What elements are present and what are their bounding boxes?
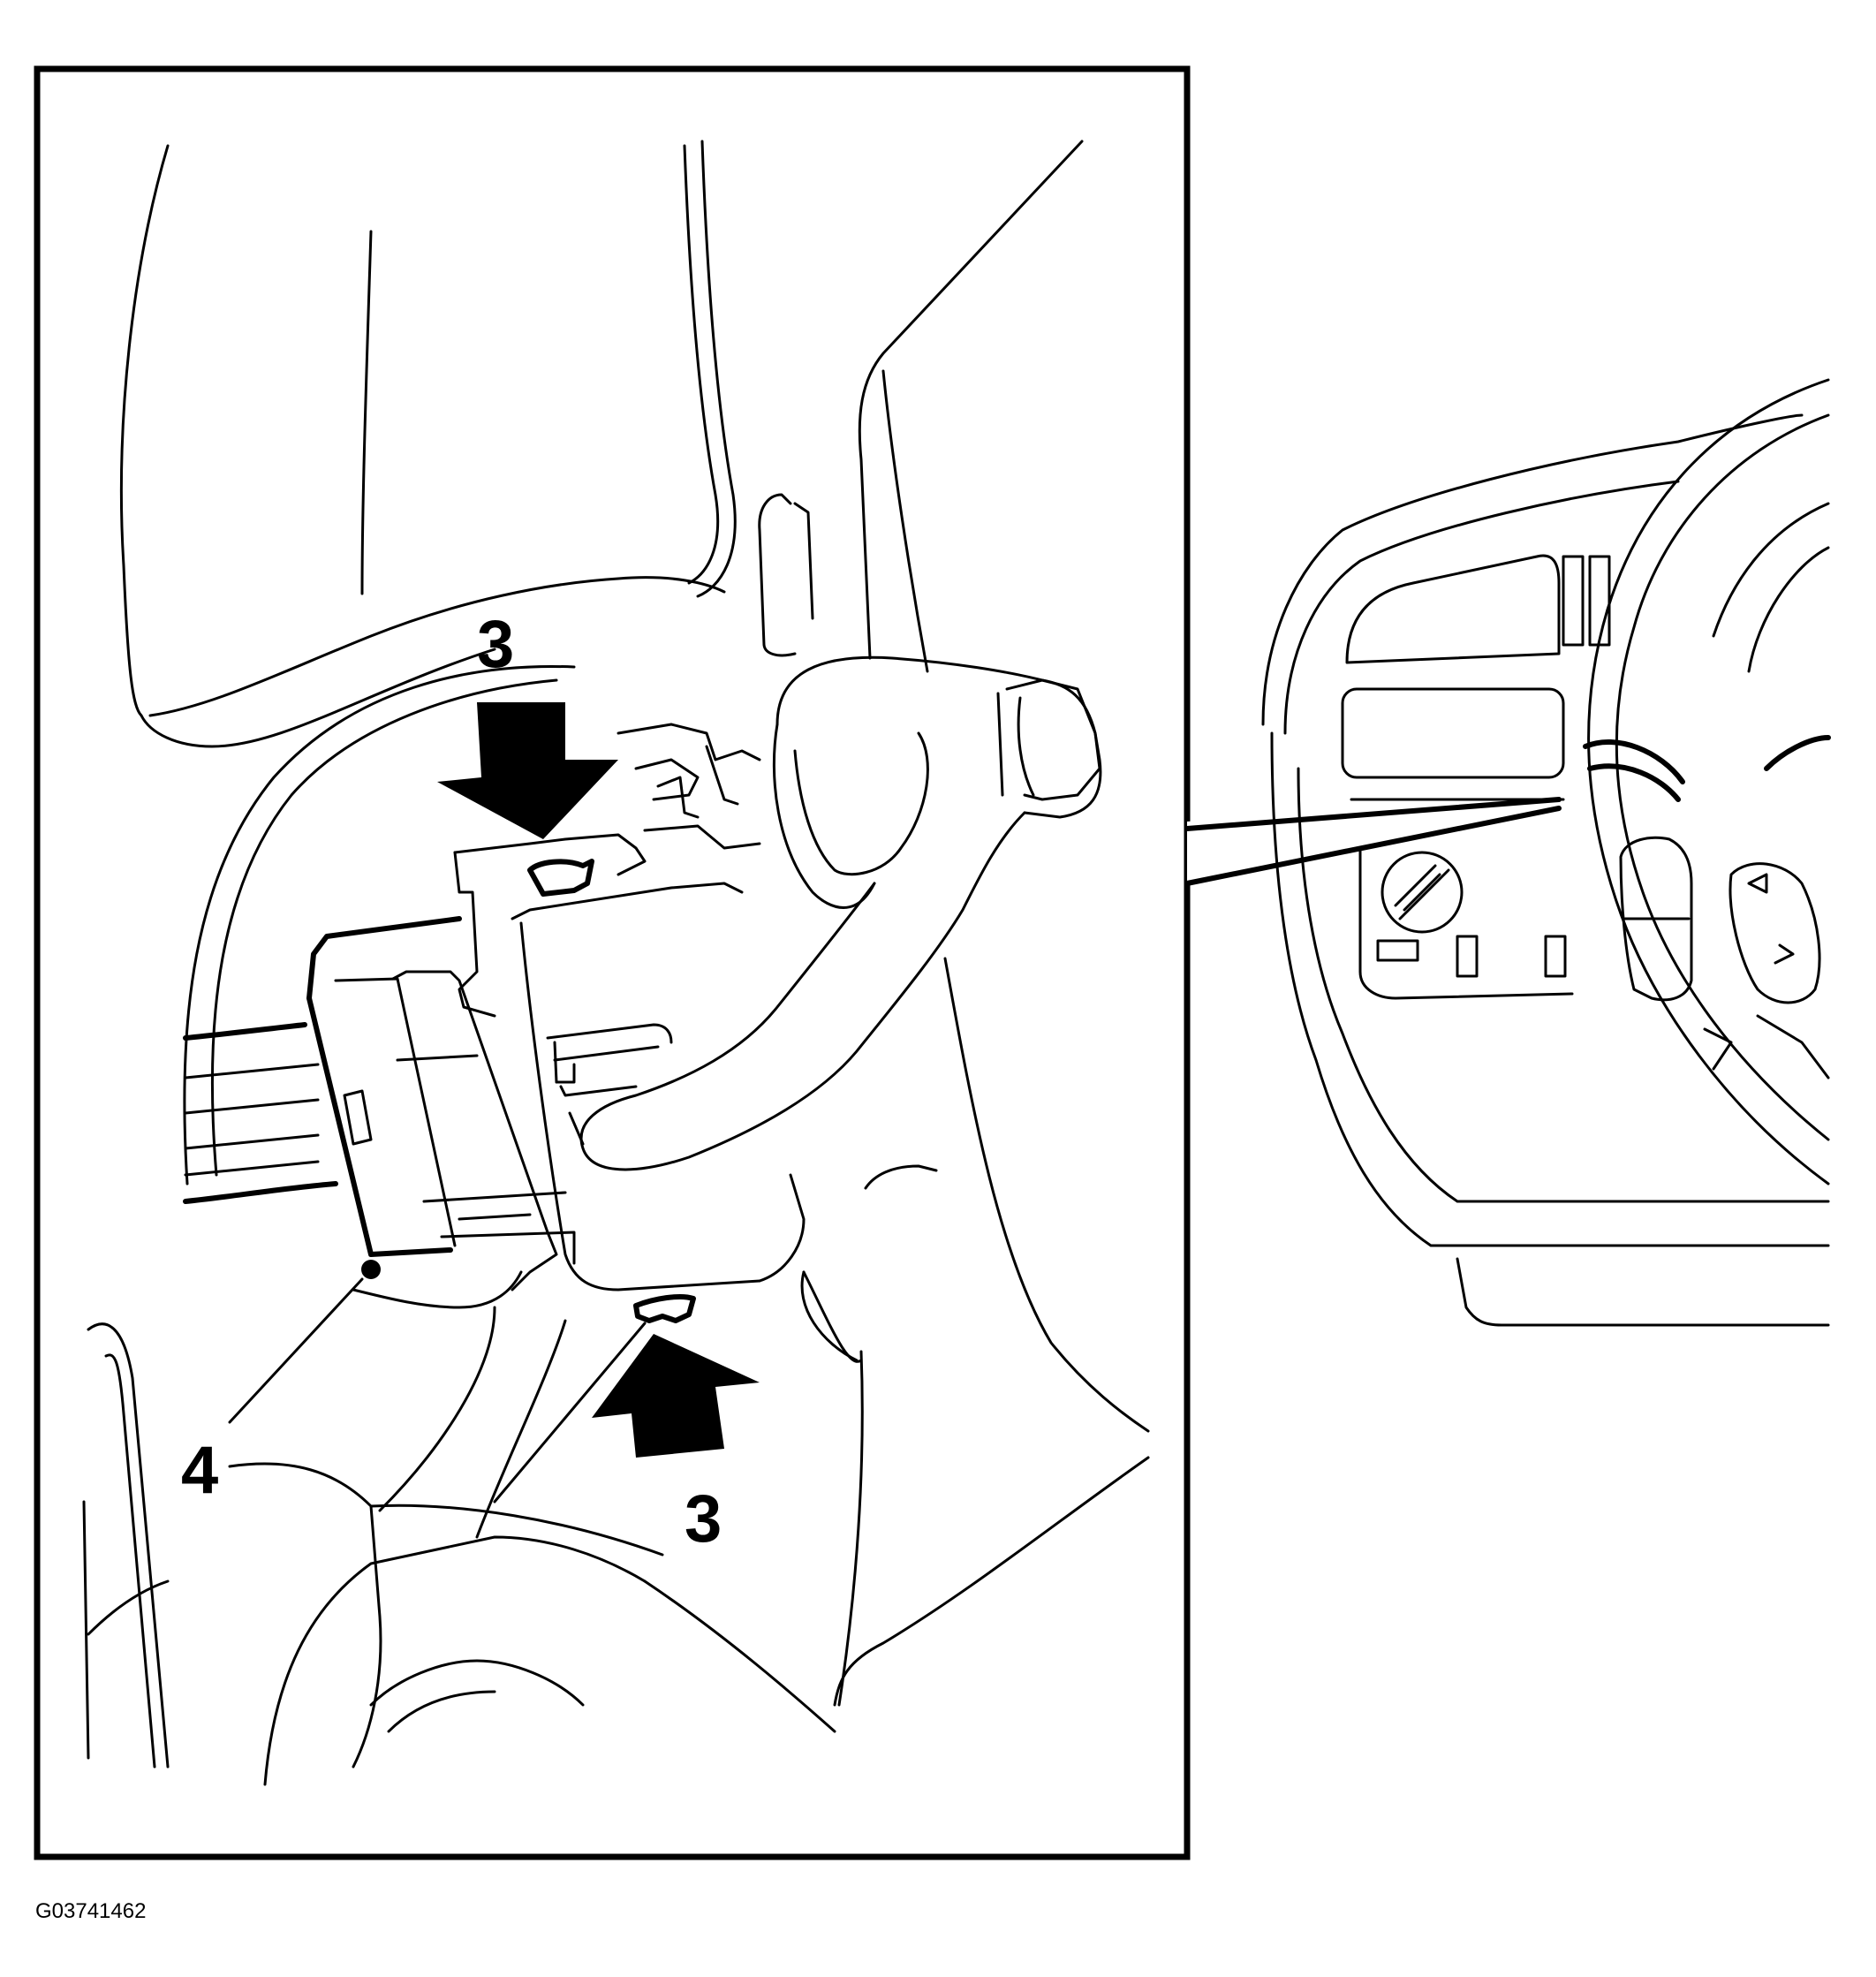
callout-label: 3: [685, 1481, 722, 1557]
locator-leader: [1184, 795, 1562, 886]
callout-label: 3: [477, 607, 514, 682]
dashboard-overview: [1261, 378, 1831, 1327]
door-pillar: [82, 1322, 170, 1769]
callout-4: 4: [181, 1260, 381, 1508]
column-cover-right: [858, 140, 1084, 673]
detail-view: 3 3 4: [34, 65, 1191, 1860]
connector-body: [306, 916, 576, 1309]
lower-trim: [228, 1164, 938, 1786]
callout-3-bottom: 3: [493, 1322, 760, 1557]
upper-retaining-clip: [527, 859, 594, 897]
callout-label: 4: [181, 1433, 218, 1508]
connector-point: [361, 1260, 381, 1279]
lower-retaining-clip: [633, 1294, 696, 1323]
detail-frame: [34, 65, 1191, 1860]
column-shroud-upper: [119, 140, 737, 748]
figure-id: G03741462: [35, 1899, 146, 1923]
down-arrow-icon: [437, 702, 618, 839]
multifunction-stalk: [579, 493, 1102, 1171]
callout-3-top: 3: [437, 607, 618, 839]
up-arrow-icon: [592, 1334, 760, 1458]
wiring-harness: [183, 1022, 338, 1204]
switch-module: [453, 723, 806, 1323]
